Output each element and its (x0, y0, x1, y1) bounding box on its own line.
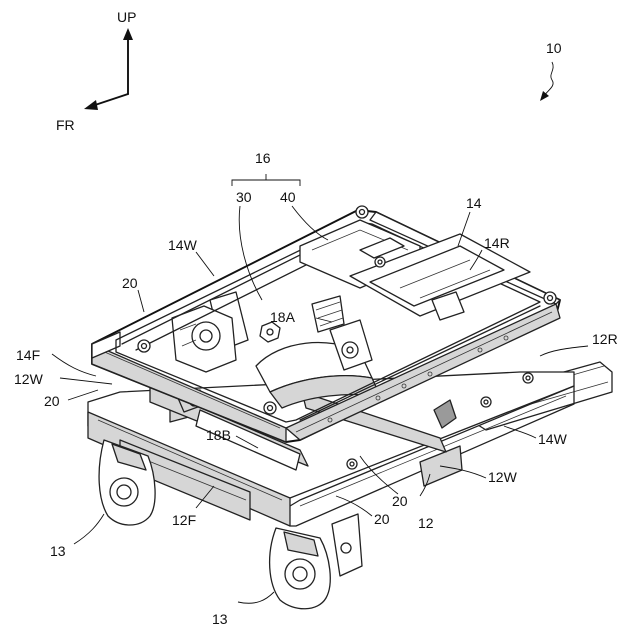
label-up: UP (117, 9, 136, 25)
label-14r: 14R (484, 235, 510, 251)
label-16: 16 (255, 150, 271, 166)
label-14: 14 (466, 195, 482, 211)
label-20-mid: 20 (392, 493, 408, 509)
label-12f: 12F (172, 512, 196, 528)
label-30: 30 (236, 189, 252, 205)
label-18a: 18A (270, 309, 296, 325)
label-20-bottom: 20 (374, 511, 390, 527)
label-14w-top: 14W (168, 237, 198, 253)
label-14f: 14F (16, 347, 40, 363)
label-18b: 18B (206, 427, 231, 443)
label-10: 10 (546, 40, 562, 56)
label-40: 40 (280, 189, 296, 205)
label-12r: 12R (592, 331, 618, 347)
reference-10: 10 (540, 40, 562, 101)
seat-frame-drawing (52, 206, 612, 609)
label-14w-right: 14W (538, 431, 568, 447)
bracket-16 (232, 174, 300, 186)
label-12: 12 (418, 515, 434, 531)
label-20-left: 20 (122, 275, 138, 291)
label-13-bottom: 13 (212, 611, 228, 627)
direction-indicator: UP FR (56, 9, 136, 133)
label-fr: FR (56, 117, 75, 133)
label-20-left2: 20 (44, 393, 60, 409)
label-12w-left: 12W (14, 371, 44, 387)
label-13-left: 13 (50, 543, 66, 559)
label-12w-right: 12W (488, 469, 518, 485)
